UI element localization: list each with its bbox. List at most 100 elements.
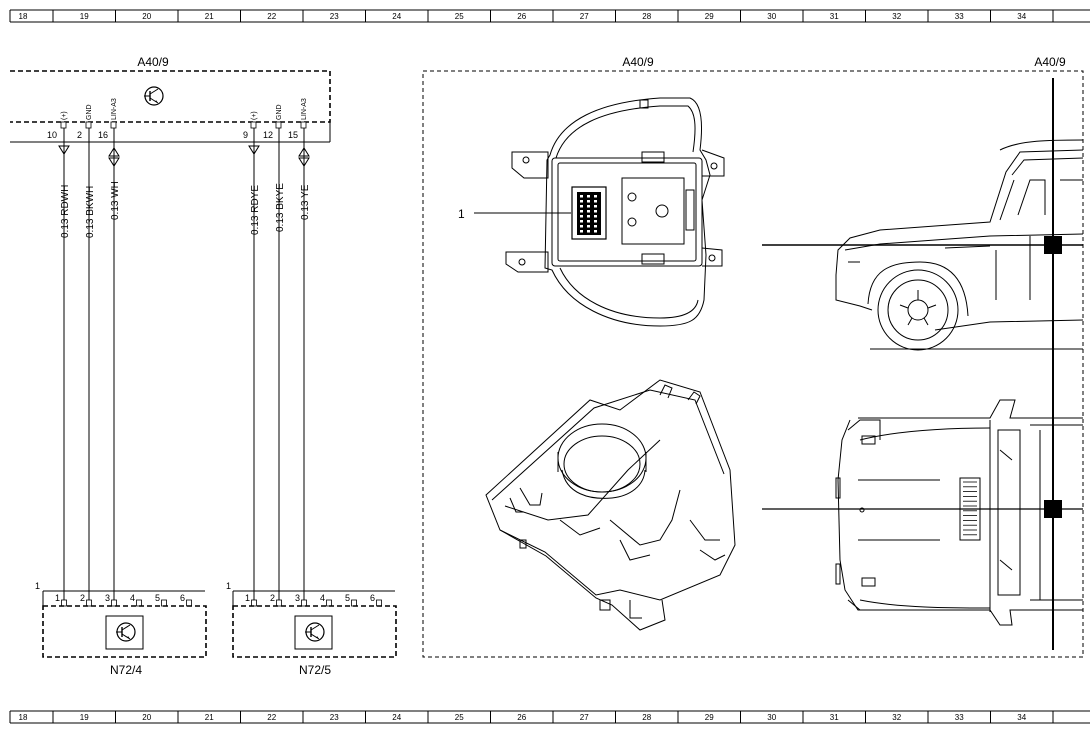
connector-pin-number: 2 (270, 593, 275, 603)
connector-pin (301, 599, 307, 607)
ruler-number: 20 (142, 12, 151, 21)
ruler-number: 34 (1017, 713, 1026, 722)
ruler-number: 27 (580, 713, 589, 722)
wire-label-b2: 0.13 BKYE (275, 183, 286, 232)
connector-icon (571, 186, 607, 240)
wire-label-a2: 0.13 BKWH (85, 186, 96, 238)
ruler-number: 33 (955, 12, 964, 21)
connector-label-n72-5: 1 (226, 581, 231, 591)
wire-label-b3: 0.13 YE (300, 184, 311, 220)
transistor-icon (115, 622, 136, 642)
ruler-number: 18 (19, 713, 28, 722)
wire-label-a1: 0.13 RDWH (60, 185, 71, 238)
connector-pin (111, 599, 117, 607)
module-title-left: A40/9 (137, 55, 169, 69)
pin-label-b1: (+) (251, 111, 258, 120)
connector-pin (136, 599, 142, 607)
vehicle-side-view (835, 139, 1084, 351)
component-id-n72-4: N72/4 (110, 663, 142, 677)
ruler-number: 22 (267, 713, 276, 722)
connector-pin-number: 5 (155, 593, 160, 603)
pin-number-a3: 16 (98, 130, 108, 140)
ruler-number: 32 (892, 713, 901, 722)
ruler-number: 34 (1017, 12, 1026, 21)
connector-pin-number: 3 (105, 593, 110, 603)
connector-pin-number: 6 (180, 593, 185, 603)
ruler-number: 30 (767, 713, 776, 722)
connector-pin (326, 599, 332, 607)
vehicle-top-view (835, 399, 1083, 626)
component-id-n72-5: N72/5 (299, 663, 331, 677)
wires-group-b: 0.13 RDYE 0.13 BKYE 0.13 YE (248, 128, 311, 600)
location-pointers (762, 78, 1083, 650)
module-title-center: A40/9 (622, 55, 654, 69)
ruler-number: 29 (705, 12, 714, 21)
connector-pin (351, 599, 357, 607)
callout-number: 1 (458, 207, 465, 221)
ruler-number: 24 (392, 12, 401, 21)
module-box-left: A40/9 (10, 55, 331, 143)
connector-pin-number: 5 (345, 593, 350, 603)
ruler-number: 31 (830, 12, 839, 21)
pin-number-b2: 12 (263, 130, 273, 140)
pin-label-b3: LIN-A3 (301, 98, 308, 120)
transistor-icon (143, 86, 164, 106)
connector-label-n72-4: 1 (35, 581, 40, 591)
ruler-number: 24 (392, 713, 401, 722)
wires-group-a: 0.13 RDWH 0.13 BKWH 0.13 WH (58, 128, 121, 600)
ruler-number: 21 (205, 713, 214, 722)
connector-pin-number: 4 (320, 593, 325, 603)
wire-label-b1: 0.13 RDYE (250, 185, 261, 235)
component-n72-5: 1 1 2 3 4 5 6 N72/5 (226, 581, 397, 677)
ruler-number: 25 (455, 713, 464, 722)
pin-number-b1: 9 (243, 130, 248, 140)
ruler-number: 30 (767, 12, 776, 21)
ruler-number: 28 (642, 12, 651, 21)
module-title-right: A40/9 (1034, 55, 1066, 69)
pin-label-a2: GND (86, 104, 93, 120)
connector-pin (61, 599, 67, 607)
pin-group-a: (+) GND LIN-A3 10 2 16 (47, 98, 118, 140)
ruler-number: 20 (142, 713, 151, 722)
ruler-number: 32 (892, 12, 901, 21)
pin-number-a1: 10 (47, 130, 57, 140)
transistor-icon (304, 622, 325, 642)
pin-label-a1: (+) (61, 111, 68, 120)
controller-top-view (505, 97, 725, 327)
ruler-number: 26 (517, 12, 526, 21)
pin-number-a2: 2 (77, 130, 82, 140)
location-illustration-frame: A40/9 A40/9 (422, 55, 1084, 658)
ruler-number: 18 (19, 12, 28, 21)
connector-pin-number: 3 (295, 593, 300, 603)
ruler-number: 23 (330, 713, 339, 722)
ruler-number: 33 (955, 713, 964, 722)
ruler-number: 22 (267, 12, 276, 21)
wire-label-a3: 0.13 WH (110, 181, 121, 220)
ruler-number: 21 (205, 12, 214, 21)
pin-group-b: (+) GND LIN-A3 9 12 15 (243, 98, 308, 140)
ruler-number: 19 (80, 12, 89, 21)
connector-pin-number: 1 (55, 593, 60, 603)
connector-pin (161, 599, 167, 607)
controller-perspective-view (485, 379, 736, 631)
connector-pin-number: 6 (370, 593, 375, 603)
location-marker (1044, 500, 1062, 518)
pin-number-b3: 15 (288, 130, 298, 140)
callout-1: 1 (458, 207, 571, 221)
ruler-number: 25 (455, 12, 464, 21)
location-marker (1044, 236, 1062, 254)
connector-pin (86, 599, 92, 607)
connector-pin (186, 599, 192, 607)
connector-pin-number: 2 (80, 593, 85, 603)
ruler-number: 19 (80, 713, 89, 722)
connector-pin (251, 599, 257, 607)
connector-pin-number: 1 (245, 593, 250, 603)
connector-pin (376, 599, 382, 607)
ruler-number: 26 (517, 713, 526, 722)
ruler-number: 29 (705, 713, 714, 722)
connector-pin (276, 599, 282, 607)
